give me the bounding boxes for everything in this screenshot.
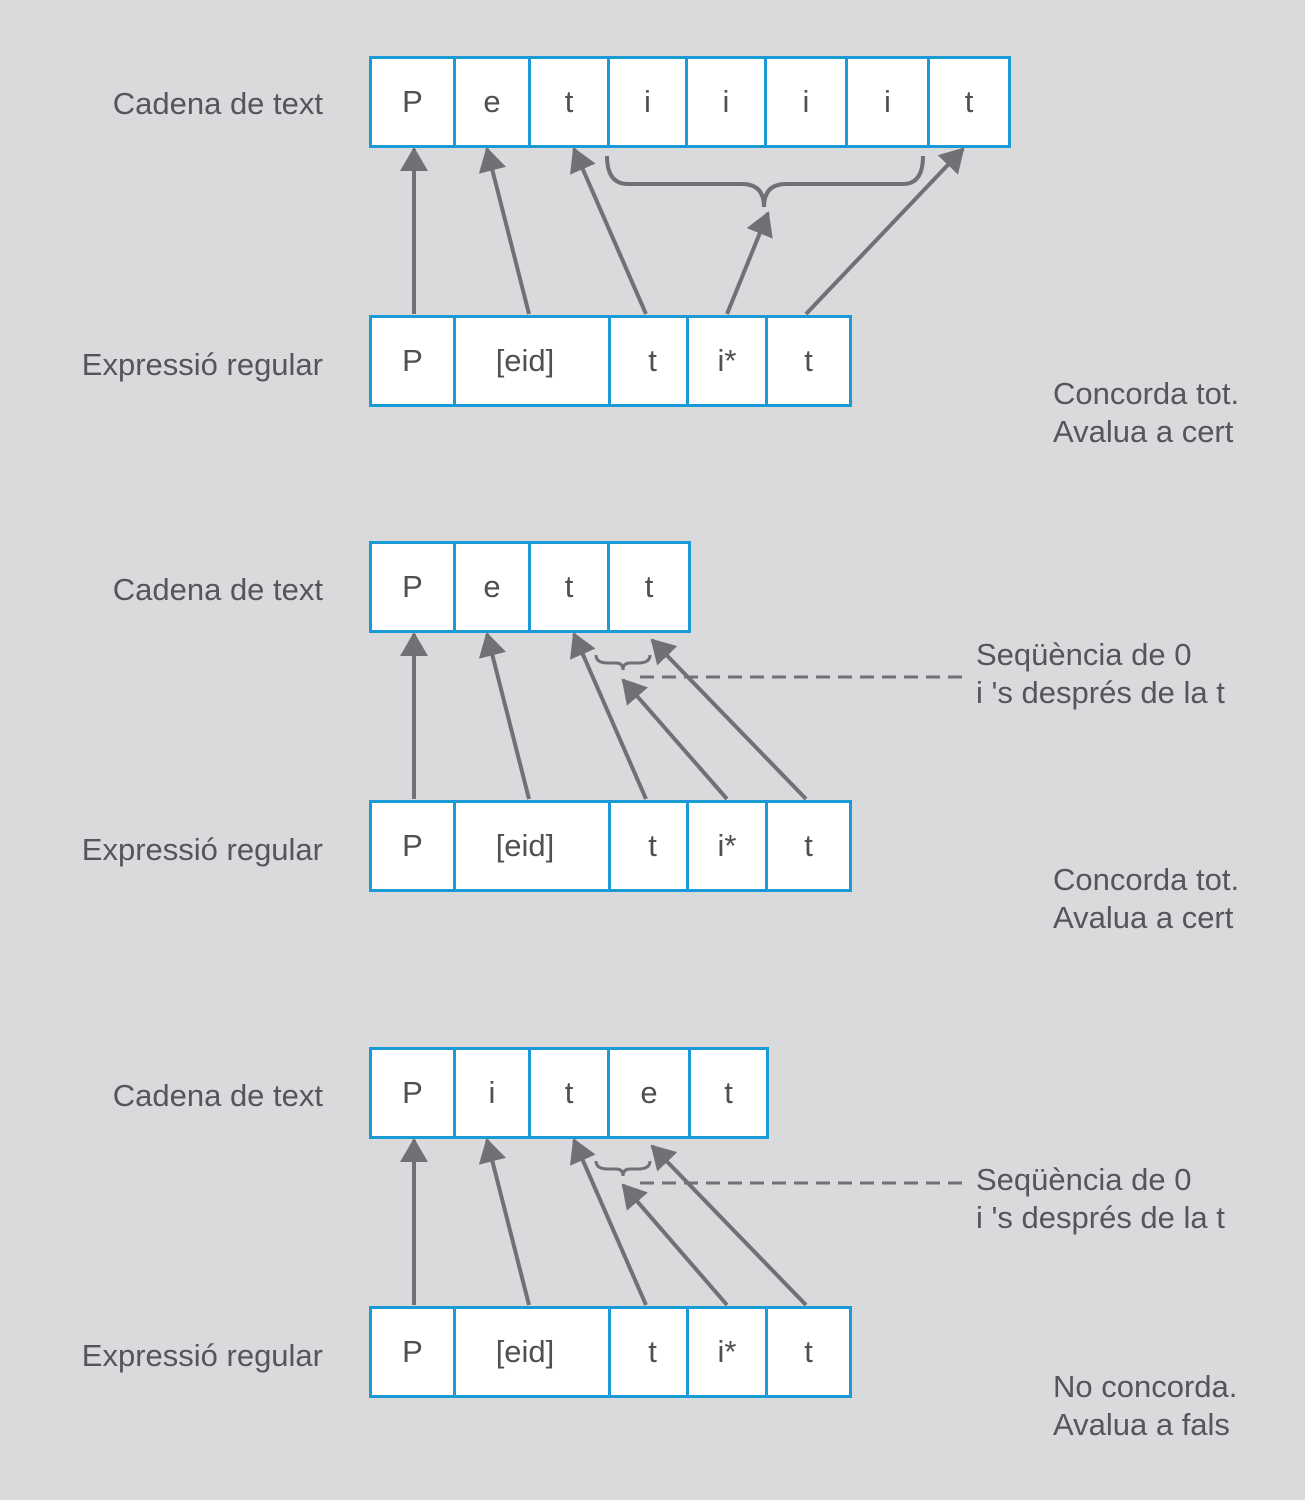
- arrow: [804, 147, 965, 316]
- string-cell: P: [372, 544, 456, 630]
- string-cell: e: [456, 59, 531, 145]
- string-cell: e: [456, 544, 531, 630]
- string-label-3: Cadena de text: [112, 1078, 323, 1113]
- arrow: [478, 632, 531, 800]
- string-cell: e: [610, 1050, 691, 1136]
- regex-cell: t: [804, 1334, 813, 1369]
- string-cell: i: [767, 59, 848, 145]
- string-cell: P: [372, 1050, 456, 1136]
- note-line-2a: Seqüència de 0: [976, 637, 1192, 672]
- string-cell: P: [372, 59, 456, 145]
- result-line-3b: Avalua a fals: [1053, 1407, 1230, 1442]
- brace: [605, 155, 925, 208]
- regex-cell: t: [611, 803, 689, 889]
- arrow: [569, 632, 648, 800]
- result-line-1a: Concorda tot.: [1053, 376, 1240, 411]
- arrow: [650, 638, 808, 801]
- string-cell: t: [531, 59, 610, 145]
- regex-cell: P: [372, 803, 456, 889]
- note-line-3a: Seqüència de 0: [976, 1162, 1192, 1197]
- result-line-3a: No concorda.: [1053, 1369, 1238, 1404]
- regex-cell: t: [804, 828, 813, 863]
- text-string-row-3: P i t e t: [369, 1047, 769, 1139]
- arrow: [621, 1183, 729, 1307]
- string-cell: t: [531, 1050, 610, 1136]
- regex-row-2: P [eid] t i* t: [369, 800, 852, 892]
- regex-cell: P: [372, 1309, 456, 1395]
- result-line-2a: Concorda tot.: [1053, 862, 1240, 897]
- regex-cell: t: [611, 318, 689, 404]
- string-cell: i: [848, 59, 930, 145]
- arrow: [621, 678, 729, 801]
- arrow: [725, 211, 773, 315]
- string-cell: i: [688, 59, 767, 145]
- regex-cell: i*: [689, 318, 768, 404]
- text-string-row-2: P e t t: [369, 541, 691, 633]
- regex-cell: [eid]: [456, 803, 611, 889]
- result-line-2b: Avalua a cert: [1053, 900, 1234, 935]
- brace: [594, 654, 652, 671]
- string-cell: i: [456, 1050, 531, 1136]
- brace: [594, 1160, 652, 1177]
- regex-row-3: P [eid] t i* t: [369, 1306, 852, 1398]
- regex-cell: t: [804, 343, 813, 378]
- arrow: [478, 1138, 531, 1306]
- regex-label-2: Expressió regular: [81, 832, 323, 867]
- regex-cell: i*: [689, 803, 768, 889]
- string-cell: t: [724, 1075, 733, 1110]
- regex-cell: P: [372, 318, 456, 404]
- note-line-3b: i 's després de la t: [976, 1200, 1225, 1235]
- arrow: [650, 1144, 808, 1307]
- string-cell: t: [531, 544, 610, 630]
- result-line-1b: Avalua a cert: [1053, 414, 1234, 449]
- regex-row-1: P [eid] t i* t: [369, 315, 852, 407]
- regex-cell: i*: [689, 1309, 768, 1395]
- string-cell: t: [644, 569, 654, 604]
- regex-cell: t: [611, 1309, 689, 1395]
- regex-label-3: Expressió regular: [81, 1338, 323, 1373]
- regex-label-1: Expressió regular: [81, 347, 323, 382]
- string-cell: i: [610, 59, 688, 145]
- note-line-2b: i 's després de la t: [976, 675, 1225, 710]
- arrow: [478, 147, 531, 315]
- arrow: [569, 1138, 648, 1306]
- string-label-2: Cadena de text: [112, 572, 323, 607]
- text-string-row-1: P e t i i i i t: [369, 56, 1011, 148]
- regex-cell: [eid]: [456, 1309, 611, 1395]
- string-cell: t: [964, 84, 974, 119]
- string-label-1: Cadena de text: [112, 86, 323, 121]
- arrow: [569, 147, 648, 315]
- regex-cell: [eid]: [456, 318, 611, 404]
